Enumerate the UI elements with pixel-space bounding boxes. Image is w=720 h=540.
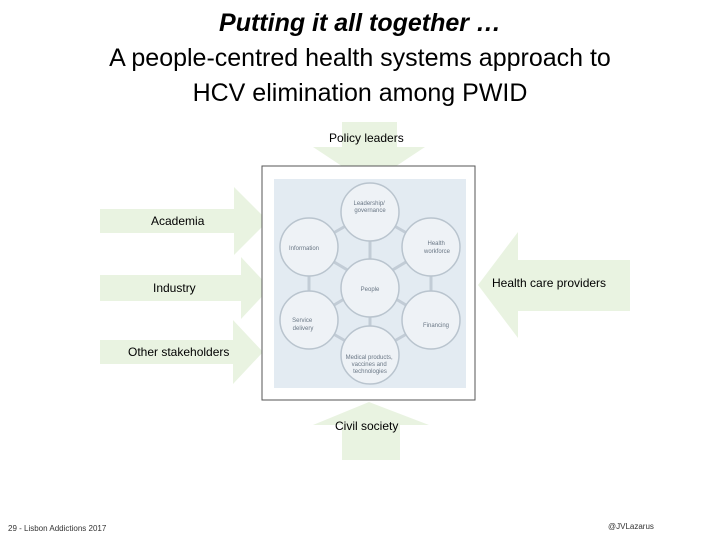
arrow-academia (100, 187, 268, 255)
footer-left: 29 - Lisbon Addictions 2017 (8, 524, 107, 533)
title-line-1: Putting it all together … (219, 9, 501, 37)
label-medical-products: Medical products, vaccines and technolog… (346, 355, 395, 375)
node-health-workforce (401, 217, 461, 277)
arrow-civil-society (313, 402, 429, 460)
label-people: People (361, 287, 380, 293)
arrow-industry (100, 257, 270, 319)
label-other-stakeholders: Other stakeholders (128, 345, 230, 359)
footer-right: @JVLazarus (608, 522, 654, 531)
label-health-care-providers: Health care providers (492, 276, 607, 290)
node-financing (401, 290, 461, 350)
label-financing: Financing (423, 323, 449, 329)
node-information (279, 217, 339, 277)
label-information: Information (289, 246, 319, 252)
label-academia: Academia (151, 214, 205, 228)
arrow-health-care-providers (478, 232, 630, 338)
label-service-delivery: Service delivery (292, 318, 314, 332)
label-policy-leaders: Policy leaders (329, 131, 404, 145)
label-leadership: Leadership/ governance (353, 201, 386, 214)
node-people (340, 258, 400, 318)
label-civil-society: Civil society (335, 419, 399, 433)
node-medical-products (340, 325, 400, 385)
node-leadership (340, 182, 400, 242)
label-health-workforce: Health workforce (423, 241, 451, 255)
label-industry: Industry (153, 281, 196, 295)
title-line-2: A people-centred health systems approach… (109, 44, 611, 72)
node-service-delivery (279, 290, 339, 350)
arrow-other-stakeholders (100, 320, 263, 384)
title-line-3: HCV elimination among PWID (192, 79, 528, 107)
arrow-policy-leaders (313, 122, 425, 184)
